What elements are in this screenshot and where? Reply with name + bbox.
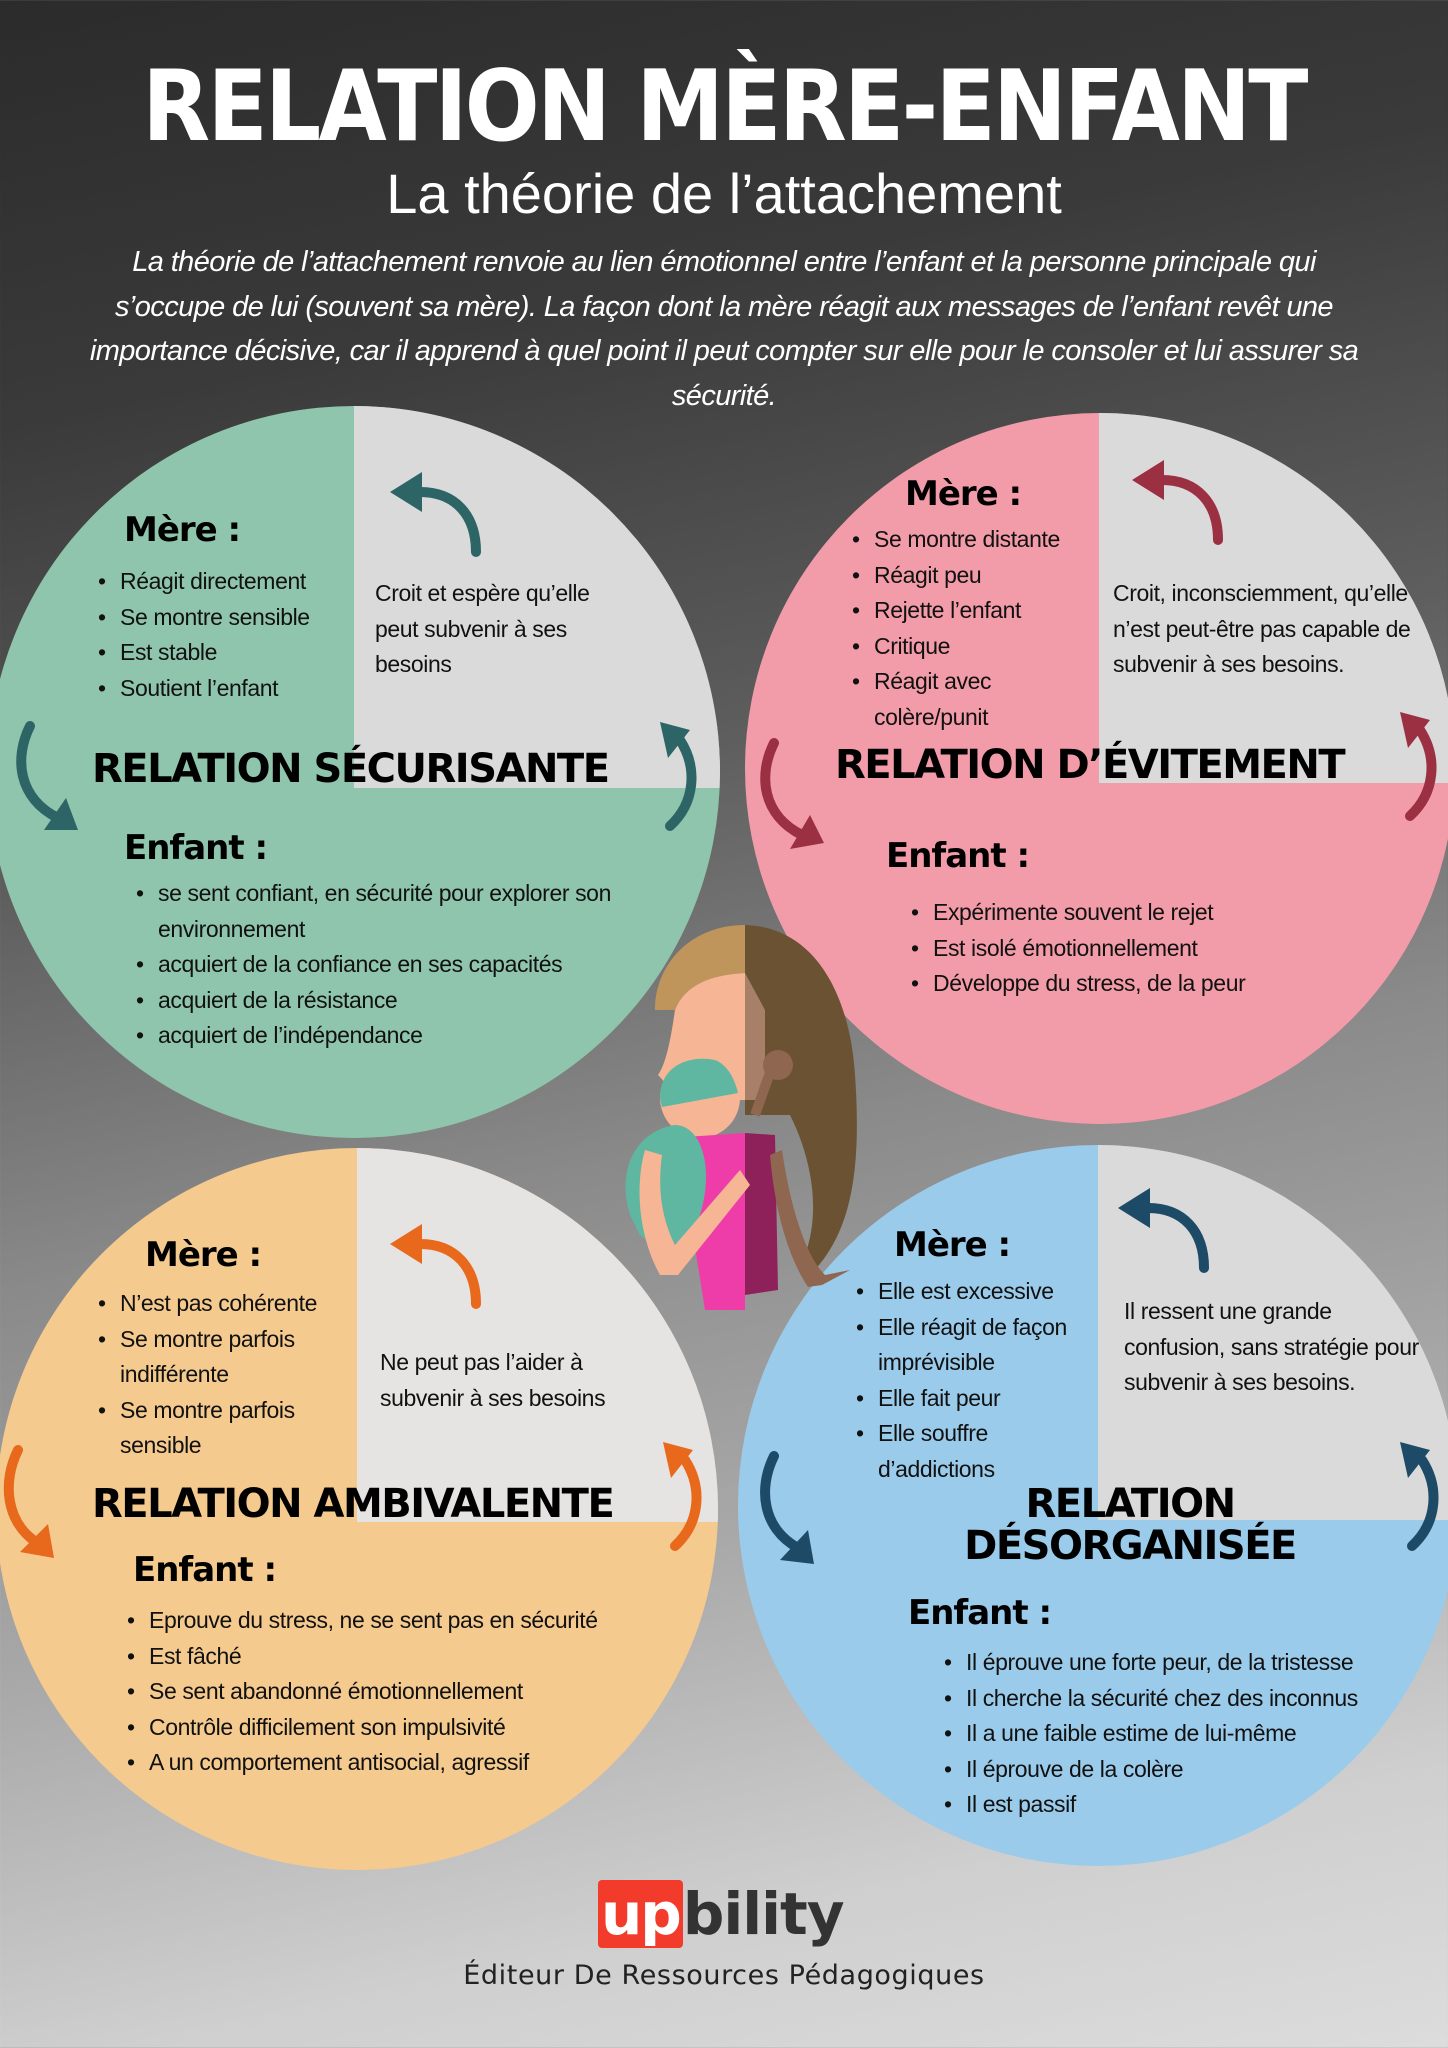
intro-paragraph: La théorie de l’attachement renvoie au l… bbox=[89, 246, 1359, 412]
list-item: Il est passif bbox=[944, 1787, 1424, 1823]
list-item: se sent confiant, en sécurité pour explo… bbox=[136, 876, 696, 947]
curved-arrow-down-right-icon bbox=[3, 1445, 54, 1558]
list-item: Développe du stress, de la peur bbox=[911, 966, 1351, 1002]
logo-up-badge: up bbox=[598, 1880, 683, 1948]
list-item: Elle est excessive bbox=[856, 1274, 1106, 1310]
avoidant-relation-title: RELATION D’ÉVITEMENT bbox=[835, 742, 1346, 788]
curved-arrow-up-icon bbox=[1400, 1442, 1439, 1551]
list-item: Est isolé émotionnellement bbox=[911, 931, 1351, 967]
list-item: Il éprouve de la colère bbox=[944, 1752, 1424, 1788]
list-item: Se montre distante bbox=[852, 522, 1102, 558]
curved-arrow-down-right-icon bbox=[16, 721, 78, 830]
mother-holding-baby-illustration bbox=[625, 925, 857, 1310]
list-item: Est fâché bbox=[127, 1639, 687, 1675]
publisher-tagline: Éditeur De Ressources Pédagogiques bbox=[463, 1960, 985, 1991]
avoidant-child-heading: Enfant : bbox=[886, 836, 1030, 876]
ambivalent-relation-title: RELATION AMBIVALENTE bbox=[92, 1481, 615, 1527]
ambivalent-child-heading: Enfant : bbox=[133, 1550, 277, 1590]
list-item: Se montre parfois sensible bbox=[98, 1393, 320, 1464]
avoidant-belief-text: Croit, inconsciemment, qu’elle n’est peu… bbox=[1113, 580, 1411, 677]
curved-arrow-up-left-icon bbox=[390, 472, 481, 557]
ambivalent-mother-list: N’est pas cohérente Se montre parfois in… bbox=[98, 1286, 348, 1464]
list-item: Se montre parfois indifférente bbox=[98, 1322, 320, 1393]
disorganized-child-list: Il éprouve une forte peur, de la tristes… bbox=[944, 1645, 1424, 1823]
list-item: acquiert de la résistance bbox=[136, 983, 696, 1019]
avoidant-relation-circle bbox=[745, 413, 1448, 1124]
list-item: Il a une faible estime de lui-même bbox=[944, 1716, 1424, 1752]
list-item: Réagit directement bbox=[98, 564, 310, 600]
secure-belief-text: Croit et espère qu’elle peut subvenir à … bbox=[375, 580, 590, 677]
disorganized-title-line2: DÉSORGANISÉE bbox=[964, 1523, 1297, 1569]
avoidant-child-list: Expérimente souvent le rejet Est isolé é… bbox=[911, 895, 1351, 1002]
logo-text: bility bbox=[682, 1880, 845, 1948]
page-title: RELATION MÈRE-ENFANT bbox=[142, 50, 1308, 164]
secure-mother-heading: Mère : bbox=[124, 510, 241, 550]
page-subtitle: La théorie de l’attachement bbox=[386, 162, 1062, 225]
curved-arrow-up-left-icon bbox=[1132, 460, 1223, 545]
secure-mother-list: Réagit directement Se montre sensible Es… bbox=[98, 564, 310, 706]
list-item: acquiert de l’indépendance bbox=[136, 1018, 696, 1054]
ambivalent-belief-text: Ne peut pas l’aider à subvenir à ses bes… bbox=[380, 1349, 606, 1411]
ambivalent-mother-heading: Mère : bbox=[145, 1235, 262, 1275]
list-item: Elle souffre d’addictions bbox=[856, 1416, 1028, 1487]
list-item: acquiert de la confiance en ses capacité… bbox=[136, 947, 696, 983]
secure-belief-quadrant bbox=[354, 406, 720, 788]
disorganized-mother-list: Elle est excessive Elle réagit de façon … bbox=[856, 1274, 1106, 1487]
list-item: Eprouve du stress, ne se sent pas en séc… bbox=[127, 1603, 687, 1639]
curved-arrow-down-right-icon bbox=[760, 738, 824, 849]
list-item: Il éprouve une forte peur, de la tristes… bbox=[944, 1645, 1424, 1681]
disorganized-mother-heading: Mère : bbox=[894, 1225, 1011, 1265]
secure-child-heading: Enfant : bbox=[124, 828, 268, 868]
curved-arrow-up-icon bbox=[663, 1442, 702, 1551]
list-item: Se montre sensible bbox=[98, 600, 310, 636]
list-item: Elle réagit de façon imprévisible bbox=[856, 1310, 1098, 1381]
avoidant-mother-list: Se montre distante Réagit peu Rejette l’… bbox=[852, 522, 1102, 735]
secure-relation-title: RELATION SÉCURISANTE bbox=[92, 746, 610, 792]
curved-arrow-down-right-icon bbox=[760, 1451, 814, 1564]
list-item: Réagit peu bbox=[852, 558, 1102, 594]
list-item: Il cherche la sécurité chez des inconnus bbox=[944, 1681, 1424, 1717]
list-item: A un comportement antisocial, agressif bbox=[127, 1745, 687, 1781]
list-item: Réagit avec colère/punit bbox=[852, 664, 1034, 735]
disorganized-relation-title: RELATION DÉSORGANISÉE bbox=[900, 1483, 1360, 1567]
list-item: Contrôle difficilement son impulsivité bbox=[127, 1710, 687, 1746]
list-item: Elle fait peur bbox=[856, 1381, 1106, 1417]
list-item: Soutient l’enfant bbox=[98, 671, 310, 707]
disorganized-child-heading: Enfant : bbox=[908, 1593, 1052, 1633]
disorganized-belief-text: Il ressent une grande confusion, sans st… bbox=[1124, 1298, 1419, 1395]
secure-child-list: se sent confiant, en sécurité pour explo… bbox=[136, 876, 696, 1054]
list-item: Expérimente souvent le rejet bbox=[911, 895, 1351, 931]
ambivalent-child-list: Eprouve du stress, ne se sent pas en séc… bbox=[127, 1603, 687, 1781]
list-item: Rejette l’enfant bbox=[852, 593, 1102, 629]
list-item: Se sent abandonné émotionnellement bbox=[127, 1674, 687, 1710]
upbility-logo[interactable]: up bility bbox=[598, 1878, 845, 1950]
curved-arrow-up-left-icon bbox=[1118, 1188, 1209, 1273]
curved-arrow-up-icon bbox=[1400, 712, 1437, 821]
disorganized-title-line1: RELATION bbox=[1025, 1481, 1236, 1527]
list-item: Critique bbox=[852, 629, 1102, 665]
avoidant-mother-heading: Mère : bbox=[905, 474, 1022, 514]
list-item: N’est pas cohérente bbox=[98, 1286, 348, 1322]
curved-arrow-up-left-icon bbox=[390, 1224, 481, 1309]
curved-arrow-up-icon bbox=[660, 722, 697, 831]
list-item: Est stable bbox=[98, 635, 310, 671]
